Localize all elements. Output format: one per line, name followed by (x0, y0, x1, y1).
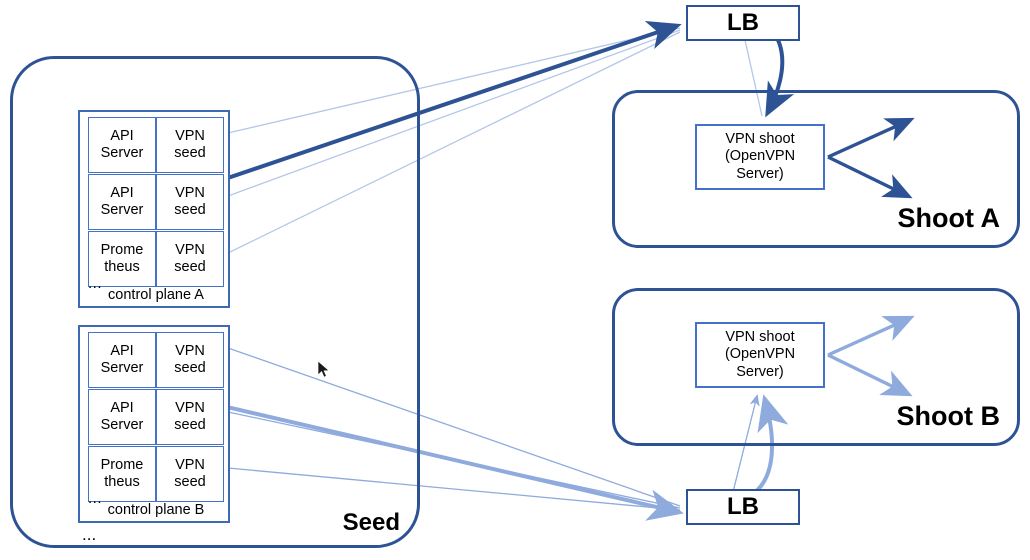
vpn-shoot-a-line1: VPN shoot (725, 130, 795, 147)
api-server-cell: API Server (88, 389, 156, 445)
vpn-seed-line1: VPN (175, 400, 205, 417)
control-plane-b-label-text: control plane B (107, 501, 205, 518)
control-plane-b-row-1: API Server VPN seed (88, 332, 224, 388)
control-plane-a-row-2: API Server VPN seed (88, 174, 224, 230)
shoot-b-container (612, 288, 1020, 446)
vpn-seed-line2: seed (174, 259, 206, 275)
vpn-seed-cell: VPN seed (156, 231, 224, 287)
control-plane-a-row-3: Prome theus VPN seed (88, 231, 224, 287)
api-server-cell: API Server (88, 117, 156, 173)
prometheus-line1: Prome (100, 242, 144, 259)
mouse-cursor (317, 360, 330, 378)
api-server-cell: API Server (88, 332, 156, 388)
vpn-seed-line1: VPN (175, 185, 205, 202)
vpn-seed-line1: VPN (175, 457, 205, 474)
control-plane-b-ellipsis: ... (88, 490, 103, 507)
vpn-seed-line2: seed (174, 360, 206, 376)
control-plane-a-row-1: API Server VPN seed (88, 117, 224, 173)
prometheus-cell: Prome theus (88, 446, 156, 502)
load-balancer-top[interactable]: LB (686, 5, 800, 41)
api-server-line2: Server (100, 417, 144, 433)
seed-label: Seed (342, 508, 400, 536)
prometheus-line2: theus (104, 259, 140, 275)
vpn-shoot-a-line2: (OpenVPN (724, 148, 796, 165)
vpn-shoot-b: VPN shoot (OpenVPN Server) (695, 322, 825, 388)
vpn-seed-line1: VPN (175, 128, 205, 145)
edge-group-cpA-to-lb-top (227, 27, 681, 254)
vpn-seed-cell: VPN seed (156, 446, 224, 502)
control-plane-a-ellipsis: ... (88, 275, 103, 292)
vpn-shoot-a: VPN shoot (OpenVPN Server) (695, 124, 825, 190)
shoot-a-container (612, 90, 1020, 248)
vpn-seed-cell: VPN seed (156, 174, 224, 230)
vpn-shoot-b-line2: (OpenVPN (724, 346, 796, 363)
vpn-seed-line2: seed (174, 417, 206, 433)
vpn-seed-line2: seed (174, 474, 206, 490)
api-server-line1: API (110, 400, 134, 417)
seed-trailing-ellipsis: ... (82, 525, 97, 545)
api-server-line2: Server (100, 145, 144, 161)
control-plane-b-row-3: Prome theus VPN seed (88, 446, 224, 502)
api-server-cell: API Server (88, 174, 156, 230)
api-server-line2: Server (100, 360, 144, 376)
edge-group-shoot-a-fanout (827, 117, 915, 199)
seed-container (10, 56, 420, 548)
edge-group-shoot-b-fanout (827, 315, 915, 397)
api-server-line2: Server (100, 202, 144, 218)
control-plane-a-label-text: control plane A (108, 286, 204, 303)
vpn-seed-line1: VPN (175, 343, 205, 360)
api-server-line1: API (110, 185, 134, 202)
shoot-a-label: Shoot A (897, 202, 1000, 233)
vpn-seed-line1: VPN (175, 242, 205, 259)
load-balancer-bottom[interactable]: LB (686, 489, 800, 525)
prometheus-line2: theus (104, 474, 140, 490)
vpn-seed-line2: seed (174, 145, 206, 161)
vpn-shoot-b-line3: Server) (736, 363, 784, 380)
prometheus-line1: Prome (100, 457, 144, 474)
vpn-seed-cell: VPN seed (156, 332, 224, 388)
control-plane-a: API Server VPN seed API Server VPN seed … (78, 110, 230, 308)
api-server-line1: API (110, 128, 134, 145)
control-plane-b-row-2: API Server VPN seed (88, 389, 224, 445)
vpn-seed-line2: seed (174, 202, 206, 218)
vpn-shoot-b-line1: VPN shoot (725, 328, 795, 345)
control-plane-b-label: ... control plane B (80, 490, 232, 523)
shoot-b-label: Shoot B (896, 400, 1000, 431)
vpn-shoot-a-line3: Server) (736, 165, 784, 182)
control-plane-a-label: ... control plane A (80, 275, 232, 308)
api-server-line1: API (110, 343, 134, 360)
control-plane-b: API Server VPN seed API Server VPN seed … (78, 325, 230, 523)
vpn-seed-cell: VPN seed (156, 117, 224, 173)
vpn-seed-cell: VPN seed (156, 389, 224, 445)
prometheus-cell: Prome theus (88, 231, 156, 287)
